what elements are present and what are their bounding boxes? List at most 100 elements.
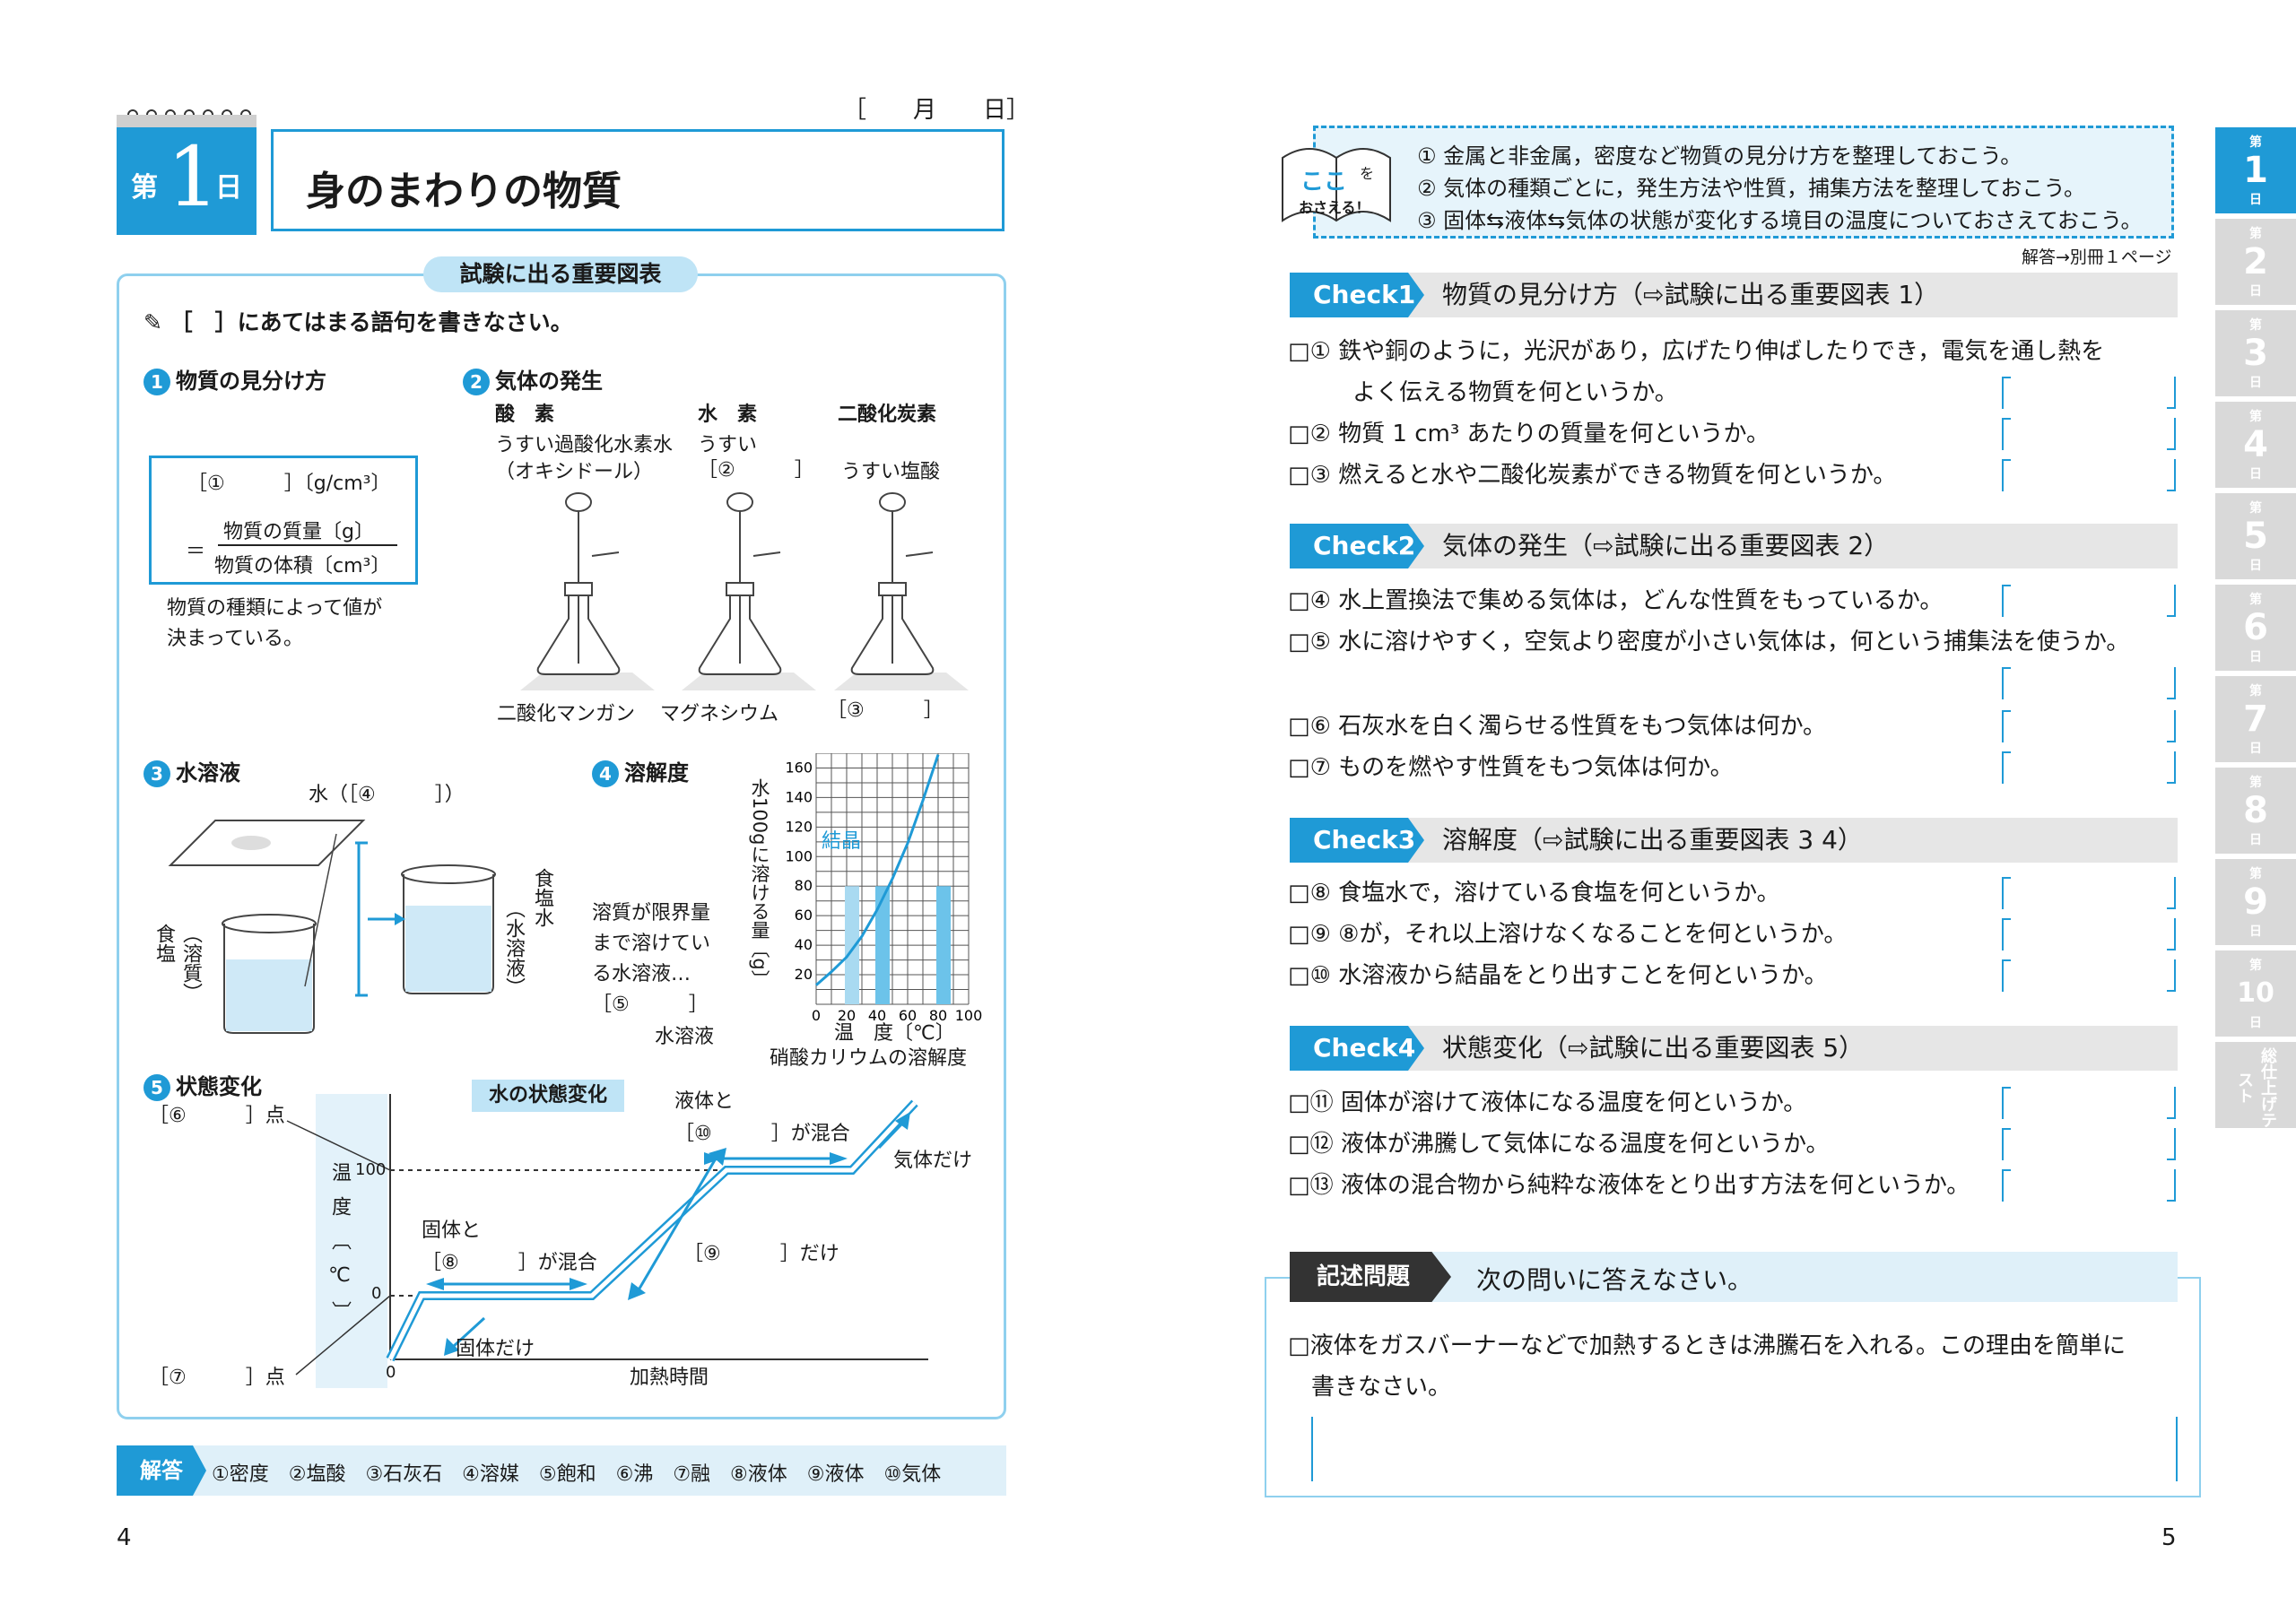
answers-tag: 解答 (117, 1445, 206, 1496)
answer-blank-1[interactable] (2002, 377, 2176, 409)
y-tick-label: 120 (785, 818, 813, 835)
x-tick-label: 80 (929, 1007, 947, 1022)
section1-label: 物質の見分け方 (176, 369, 326, 394)
calendar-strip (117, 115, 257, 127)
tab-day-prefix: 第 (2249, 135, 2262, 150)
tab-day-prefix: 第 (2249, 959, 2262, 973)
koko-osaeru: おさえる！ (1299, 199, 1370, 216)
solid-mg: マグネシウム (660, 703, 779, 725)
question-9: □⑨ ⑧が，それ以上溶けなくなることを何というか。 (1288, 921, 1848, 948)
section4-number: 4 (592, 760, 619, 787)
blank-2: ［② ］ (698, 459, 814, 482)
answer-blank-9[interactable] (2002, 918, 2176, 950)
flask-1 (520, 492, 655, 690)
essay-tag-label: 記述問題 (1317, 1263, 1411, 1290)
right-page-number: 5 (2161, 1524, 2177, 1551)
day-box: 第 1 日 (117, 127, 257, 235)
temp-ylabel: 温度〔℃〕 (328, 1162, 351, 1335)
question-12: □⑫ 液体が沸騰して気体になる温度を何というか。 (1288, 1131, 1830, 1158)
answer-blank-13[interactable] (2002, 1169, 2176, 1202)
tab-final-test[interactable]: 総仕上げテスト (2215, 1042, 2296, 1128)
check1-tag: Check1 (1290, 273, 1424, 317)
blank-4: 水（［④ ］） (309, 784, 465, 806)
gas-only-label: 気体だけ (893, 1150, 973, 1172)
section2-number: 2 (463, 369, 490, 395)
answer-blank-3[interactable] (2002, 459, 2176, 491)
blank-3: ［③ ］ (827, 699, 944, 722)
tab-day-suffix: 日 (2249, 924, 2262, 939)
essay-question-1: □液体をガスバーナーなどで加熱するときは沸騰石を入れる。この理由を簡単に (1288, 1332, 2126, 1359)
chart-bars (845, 886, 951, 1004)
tab-day-number: 9 (2243, 881, 2268, 923)
check4-title: 状態変化（⇨試験に出る重要図表 5） (1442, 1033, 1865, 1063)
tab-day-prefix: 第 (2249, 227, 2262, 241)
state-change-diagram (286, 1094, 928, 1388)
eq-denominator: 物質の体積〔cm³〕 (214, 555, 391, 577)
answer-blank-2[interactable] (2002, 418, 2176, 450)
answer-blank-11[interactable] (2002, 1087, 2176, 1119)
question-10: □⑩ 水溶液から結晶をとり出すことを何というか。 (1288, 962, 1828, 989)
day-number: 1 (167, 129, 220, 225)
answers-text: ①密度 ②塩酸 ③石灰石 ④溶媒 ⑤飽和 ⑥沸 ⑦融 ⑧液体 ⑨液体 ⑩気体 (212, 1463, 942, 1486)
answer-blank-6[interactable] (2002, 710, 2176, 742)
eq-sign: ＝ (186, 541, 206, 563)
tab-day-suffix: 日 (2249, 376, 2262, 390)
tab-day-number: 2 (2243, 241, 2268, 282)
chart-bar (845, 886, 859, 1004)
gas-hydrogen: 水 素 (698, 404, 758, 426)
tab-day-number: 10 (2237, 977, 2274, 1009)
tab-day-suffix: 日 (2249, 193, 2262, 207)
state-change-badge: 水の状態変化 (472, 1080, 624, 1112)
tab-day-10[interactable]: 第 10 日 (2215, 950, 2296, 1037)
answer-blank-10[interactable] (2002, 959, 2176, 992)
liquid-usui: うすい (698, 434, 758, 456)
day-suffix: 日 (215, 172, 242, 204)
saturated-desc-2: まで溶けてい (592, 933, 711, 955)
x-tick-label: 0 (812, 1007, 821, 1022)
saltwater-label: 食塩水 (531, 868, 553, 927)
question-4: □④ 水上置換法で集める気体は，どんな性質をもっているか。 (1288, 587, 1944, 614)
koko-wo: を (1360, 165, 1375, 182)
answer-blank-4[interactable] (2002, 585, 2176, 617)
salt-label: 食塩 (152, 924, 175, 963)
title-box: 身のまわりの物質 (271, 129, 1004, 231)
y-100: 100 (355, 1160, 387, 1179)
koko-text: ここ (1300, 169, 1348, 195)
density-note-2: 決まっている。 (167, 628, 304, 650)
key-point-1: ① 金属と非金属，密度など物質の見分け方を整理しておこう。 (1417, 143, 2022, 169)
tab-day-prefix: 第 (2249, 318, 2262, 333)
essay-answer-blank[interactable] (1311, 1417, 2178, 1481)
y-tick-label: 140 (785, 788, 813, 805)
answer-blank-12[interactable] (2002, 1128, 2176, 1160)
blank-5-suffix: 水溶液 (655, 1026, 715, 1048)
essay-question-2: 書きなさい。 (1311, 1374, 1452, 1401)
section3-label: 水溶液 (176, 760, 240, 785)
tab-day-number: 3 (2243, 333, 2268, 374)
saturated-desc-1: 溶質が限界量 (592, 902, 711, 924)
liquid-oxydol: （オキシドール） (495, 461, 654, 483)
answer-blank-8[interactable] (2002, 877, 2176, 909)
tab-day-suffix: 日 (2249, 1016, 2262, 1030)
gas-oxygen: 酸 素 (495, 404, 555, 426)
section5-number: 5 (144, 1074, 170, 1101)
x-0: 0 (386, 1363, 396, 1382)
answer-blank-5[interactable] (2002, 667, 2176, 699)
tab-final-test-label: 総仕上げテスト (2235, 1047, 2277, 1128)
solubility-caption: 硝酸カリウムの溶解度 (770, 1047, 968, 1070)
answers-strip: 解答 ①密度 ②塩酸 ③石灰石 ④溶媒 ⑤飽和 ⑥沸 ⑦融 ⑧液体 ⑨液体 ⑩気… (117, 1445, 1006, 1496)
answer-blank-7[interactable] (2002, 751, 2176, 784)
key-points-box (1313, 126, 2174, 239)
check3-bar: Check3 溶解度（⇨試験に出る重要図表 3 4） (1290, 818, 2178, 863)
blank-9: ［⑨ ］だけ (683, 1243, 839, 1265)
check1-title: 物質の見分け方（⇨試験に出る重要図表 1） (1442, 280, 1940, 309)
